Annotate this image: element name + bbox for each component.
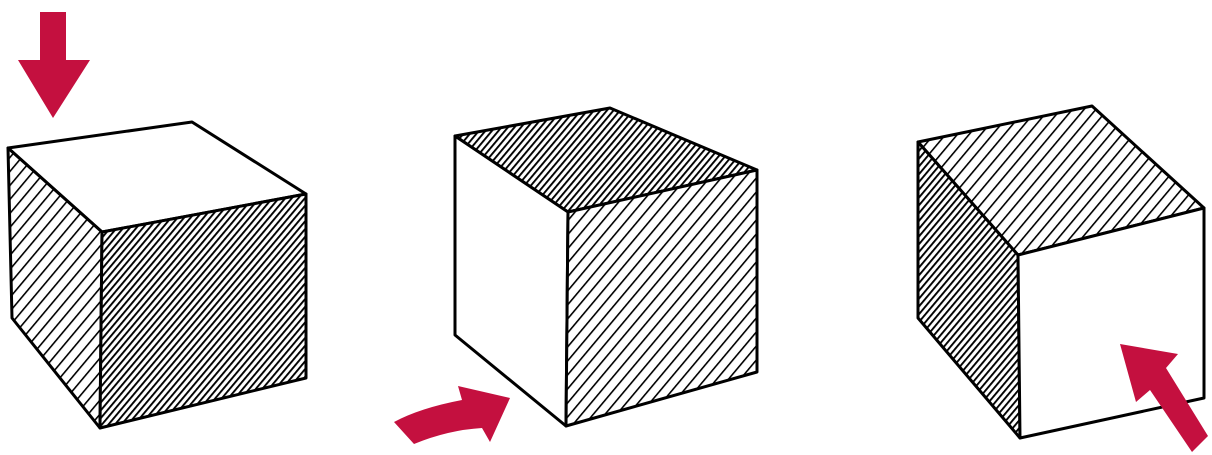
cube-lit-from-left	[455, 108, 757, 426]
arrow-right-icon	[394, 386, 510, 444]
arrow-down-icon	[18, 12, 90, 118]
cube-lit-from-top	[8, 122, 306, 428]
cube-2-right-face	[566, 170, 757, 426]
cube-1-right-face	[100, 194, 306, 428]
